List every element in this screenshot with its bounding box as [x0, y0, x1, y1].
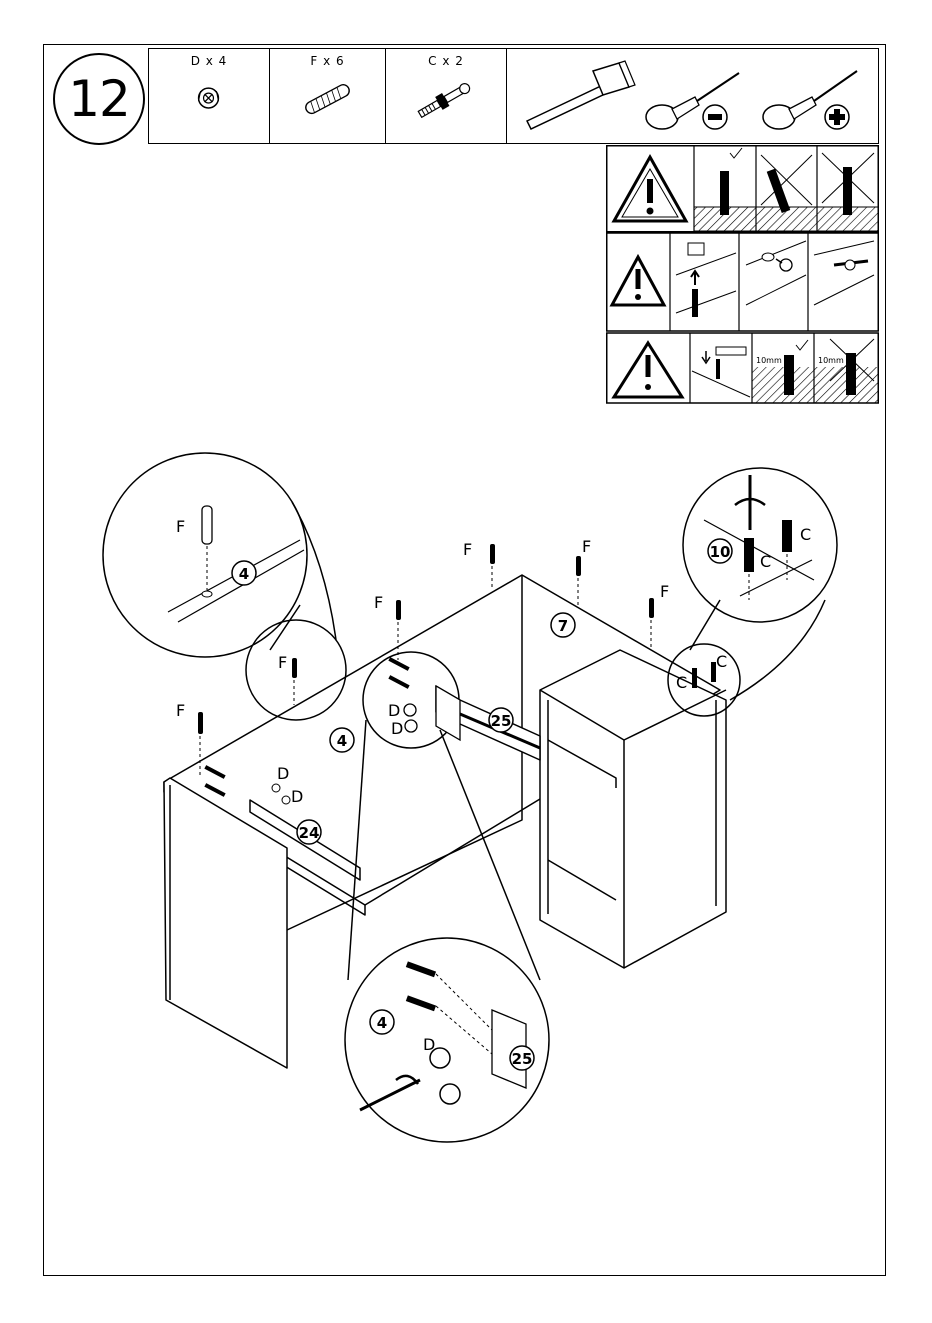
label-f-1: F [463, 540, 472, 559]
callout-panel-7: 7 [558, 617, 568, 635]
label-f-detail: F [176, 517, 185, 536]
callout-panel-4-detail: 4 [239, 565, 249, 583]
label-d-2: D [391, 719, 403, 738]
label-d-1: D [388, 701, 400, 720]
callout-panel-25: 25 [491, 712, 512, 730]
label-c-2: C [760, 552, 771, 571]
label-d-4: D [291, 787, 303, 806]
callout-panel-25-bottom: 25 [512, 1050, 533, 1068]
callout-panel-10: 10 [710, 543, 731, 561]
detail-circle-cam-bolt [683, 468, 837, 622]
label-c-4: C [676, 673, 687, 692]
callout-panel-4: 4 [337, 732, 347, 750]
label-d-3: D [277, 764, 289, 783]
cabinet [540, 650, 726, 968]
callout-panel-4-bottom: 4 [377, 1014, 387, 1032]
label-f-2: F [582, 537, 591, 556]
callout-panel-24: 24 [299, 824, 320, 842]
label-c-3: C [716, 652, 727, 671]
label-d-5: D [423, 1035, 435, 1054]
label-f-4: F [660, 582, 669, 601]
label-f-3: F [374, 593, 383, 612]
label-f-6: F [176, 701, 185, 720]
label-c-1: C [800, 525, 811, 544]
detail-circle-dowel [103, 453, 307, 657]
label-f-5: F [278, 653, 287, 672]
